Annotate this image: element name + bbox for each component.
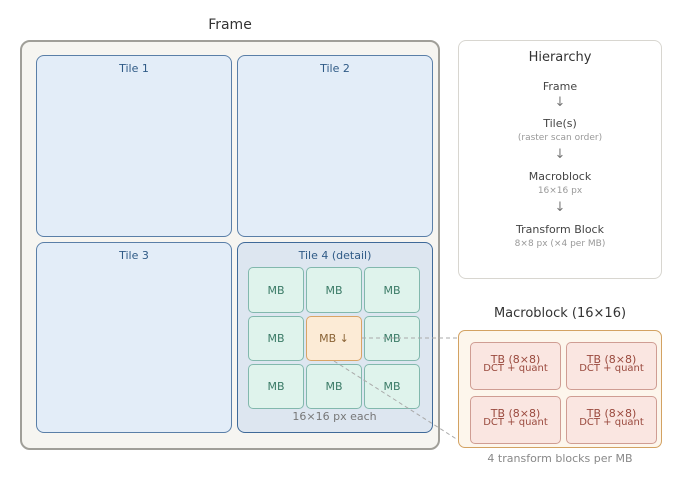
hierarchy-panel: Hierarchy Frame ↓ Tile(s) (raster scan o… [458,40,662,279]
transform-block: TB (8×8) DCT + quant [470,342,561,390]
down-arrow-icon: ↓ [554,147,566,162]
hierarchy-level-macroblock-note: 16×16 px [537,186,583,196]
macroblock: MB [248,267,304,313]
transform-block: TB (8×8) DCT + quant [566,342,657,390]
hierarchy-level-frame: Frame [542,80,578,93]
macroblock: MB [364,316,420,361]
transform-block-label: TB (8×8) [586,353,637,366]
hierarchy-title: Hierarchy [528,50,592,65]
hierarchy-level-transform-block-note: 8×8 px (×4 per MB) [514,239,606,249]
hierarchy-level-tiles: Tile(s) [543,117,577,130]
macroblock-detail-title: Macroblock (16×16) [493,306,627,321]
macroblock: MB [306,364,362,409]
macroblock: MB [306,267,362,313]
macroblock: MB [364,267,420,313]
tile-2-label: Tile 2 [320,62,350,75]
tile-4-caption: 16×16 px each [292,410,377,423]
transform-block: TB (8×8) DCT + quant [470,396,561,444]
hierarchy-level-tiles-note: (raster scan order) [517,133,603,143]
macroblock: MB [364,364,420,409]
macroblock: MB [248,364,304,409]
tile-1: Tile 1 [36,55,232,237]
frame-title: Frame [208,17,252,33]
tile-3-label: Tile 3 [119,249,149,262]
hierarchy-level-macroblock: Macroblock [528,170,592,183]
tile-1-label: Tile 1 [119,62,149,75]
hierarchy-level-transform-block: Transform Block [516,223,604,236]
tile-3: Tile 3 [36,242,232,433]
tile-4-label: Tile 4 (detail) [298,249,372,262]
macroblock: MB [248,316,304,361]
transform-block-sub: DCT + quant [483,363,548,374]
transform-block-label: TB (8×8) [490,353,541,366]
macroblock-highlighted: MB ↓ [306,316,362,361]
down-arrow-icon: ↓ [554,95,566,110]
transform-block-sub: DCT + quant [579,417,644,428]
transform-block-sub: DCT + quant [483,417,548,428]
macroblock-detail-caption: 4 transform blocks per MB [487,452,633,465]
transform-block-label: TB (8×8) [490,407,541,420]
transform-block-label: TB (8×8) [586,407,637,420]
transform-block: TB (8×8) DCT + quant [566,396,657,444]
down-arrow-icon: ↓ [554,200,566,215]
tile-2: Tile 2 [237,55,433,237]
transform-block-sub: DCT + quant [579,363,644,374]
